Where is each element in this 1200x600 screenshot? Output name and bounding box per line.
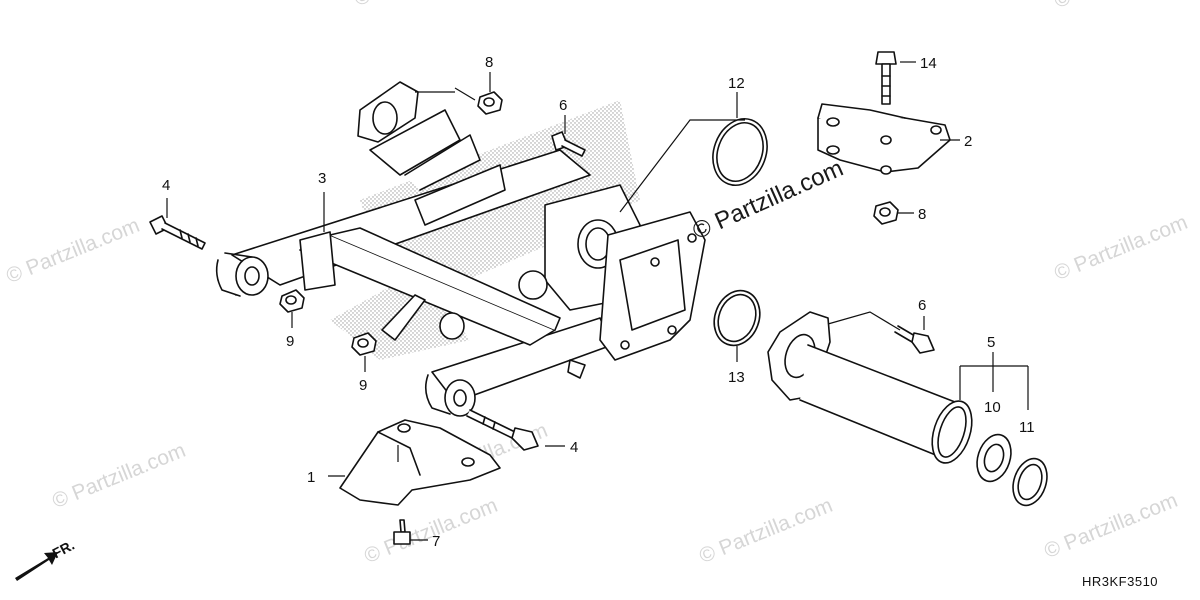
front-direction-arrow [15,552,58,581]
callout-11: 11 [1019,419,1035,436]
callout-9: 9 [359,377,367,394]
callout-8: 8 [918,206,926,223]
callout-14: 14 [920,55,937,72]
o-ring-12 [712,118,768,186]
nut-8-top [477,91,503,115]
bolt-4-lower [466,409,539,451]
bolt-14 [875,51,897,105]
nut-9-lower [351,332,377,356]
callout-6: 6 [559,97,567,114]
diagram-code: HR3KF3510 [1082,574,1159,589]
bearing-10 [976,433,1012,483]
bolt-6-upper [551,131,586,157]
skid-guard [339,419,501,506]
nut-8-right [873,201,899,225]
callout-2: 2 [964,133,972,150]
bolt-6-right [894,325,935,354]
o-ring-13 [713,289,761,347]
callout-8: 8 [485,54,493,71]
callout-4: 4 [162,177,170,194]
callout-5: 5 [987,334,995,351]
axle-housing [767,311,973,464]
swingarm [215,81,706,417]
nut-9-upper [279,289,305,313]
leader-lines [166,61,1029,541]
bolt-7 [393,519,411,545]
bracket-plate [817,103,951,175]
callout-numbers: 3 4 8 6 12 9 9 4 1 7 14 2 8 6 13 5 10 11 [162,54,1035,550]
callout-1: 1 [307,469,315,486]
callout-13: 13 [728,369,745,386]
callout-6: 6 [918,297,926,314]
bolt-4-upper [149,215,206,250]
callout-4: 4 [570,439,578,456]
callout-12: 12 [728,75,745,92]
callout-10: 10 [984,399,1001,416]
callout-3: 3 [318,170,326,187]
callout-7: 7 [432,533,440,550]
seal-11 [1012,457,1048,507]
callout-9: 9 [286,333,294,350]
